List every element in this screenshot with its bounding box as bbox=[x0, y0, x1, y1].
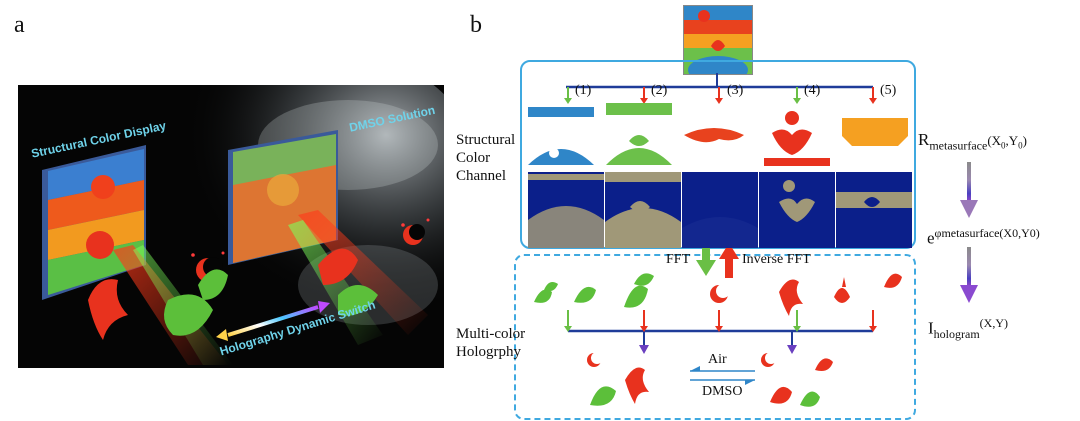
combined-hologram-left bbox=[587, 352, 649, 406]
hologram-6 bbox=[834, 277, 850, 303]
structural-channel-frame bbox=[520, 60, 916, 249]
multi-color-holography-label: Multi-color Hologrphy bbox=[456, 325, 525, 361]
eq-r-y0: 0 bbox=[1018, 140, 1023, 151]
channel-label-5: (5) bbox=[880, 83, 897, 98]
hologram-7 bbox=[884, 273, 902, 288]
eq-e-symbol: e bbox=[927, 228, 935, 248]
channel-1-image bbox=[528, 107, 594, 165]
structural-color-images bbox=[528, 103, 908, 166]
eq-e-superscript: φmetasurface(X0,Y0) bbox=[934, 226, 1040, 240]
channel-4-image bbox=[764, 111, 830, 166]
structural-color-channel-label: Structural Color Channel bbox=[456, 131, 515, 185]
label-line-channel: Channel bbox=[456, 168, 506, 184]
label-line-structural: Structural bbox=[456, 132, 516, 148]
hologram-5 bbox=[779, 279, 803, 316]
channel-label-2: (2) bbox=[651, 83, 668, 98]
channel-3-image bbox=[684, 128, 744, 143]
channel-5-image bbox=[842, 118, 908, 146]
channel-label-1: (1) bbox=[575, 83, 592, 98]
fft-label: FFT bbox=[666, 252, 691, 267]
hologram-3 bbox=[624, 273, 654, 308]
channel-2-image bbox=[606, 103, 672, 165]
eq-r-y: ,Y bbox=[1005, 133, 1019, 148]
combined-hologram-right bbox=[761, 352, 833, 407]
phase-tile-2 bbox=[605, 172, 681, 248]
eq-r-subscript: metasurface bbox=[929, 138, 988, 153]
eq-r-args: (X bbox=[987, 133, 1002, 148]
inverse-fft-label: Inverse FFT bbox=[742, 252, 811, 267]
phase-tile-4 bbox=[759, 172, 835, 248]
equation-e-phase: eφmetasurface(X0,Y0) bbox=[927, 226, 1040, 249]
hologram-2 bbox=[574, 286, 596, 303]
photo-illustration bbox=[18, 85, 444, 368]
equation-r-metasurface: Rmetasurface(X0,Y0) bbox=[918, 130, 1027, 153]
dmso-label: DMSO bbox=[702, 384, 743, 399]
channel-label-3: (3) bbox=[727, 83, 744, 98]
phase-tile-1 bbox=[528, 172, 604, 248]
label-line-color: Color bbox=[456, 150, 491, 166]
holography-frame bbox=[514, 254, 916, 420]
eq-r-x0: 0 bbox=[1001, 140, 1006, 151]
hologram-1 bbox=[534, 282, 558, 303]
eq-r-close: ) bbox=[1022, 133, 1028, 148]
phase-tile-5 bbox=[836, 172, 912, 248]
hologram-icons bbox=[534, 273, 902, 316]
phase-tile-3 bbox=[682, 172, 758, 248]
panel-a-letter: a bbox=[14, 12, 25, 38]
label-line-holography: Hologrphy bbox=[456, 344, 521, 360]
equation-i-hologram: Ihologram(X,Y) bbox=[928, 316, 1008, 342]
eq-i-subscript: hologram bbox=[933, 327, 980, 342]
air-label: Air bbox=[708, 352, 727, 367]
eq-i-args: (X,Y) bbox=[979, 316, 1008, 330]
hologram-4 bbox=[710, 284, 730, 303]
panel-b-letter: b bbox=[470, 12, 482, 38]
panel-a-photo: Structural Color Display DMSO Solution H… bbox=[18, 85, 444, 368]
combined-holograms bbox=[587, 352, 833, 407]
eq-i-symbol: I bbox=[928, 318, 934, 338]
eq-r-symbol: R bbox=[918, 130, 930, 149]
label-line-multicolor: Multi-color bbox=[456, 326, 526, 342]
channel-label-4: (4) bbox=[804, 83, 821, 98]
